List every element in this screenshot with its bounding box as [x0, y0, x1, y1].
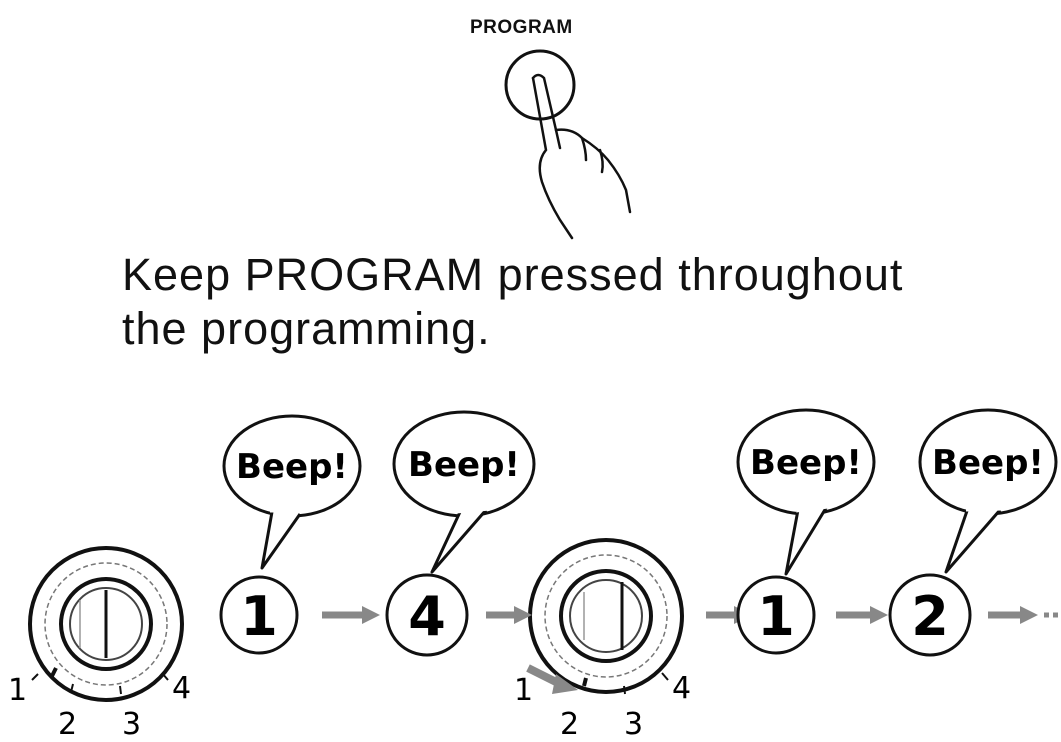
step-1-beep-label: Beep! [236, 447, 348, 487]
dial-1[interactable] [28, 546, 184, 702]
continue-arrow-icon [988, 606, 1058, 624]
dial-1-mark-4: 4 [172, 671, 191, 706]
instruction-text: Keep PROGRAM pressed throughout the prog… [122, 248, 903, 356]
step-3-speech-bubble [736, 408, 876, 576]
step-4-number-circle [888, 573, 972, 657]
dial-2-mark-1: 1 [514, 673, 533, 708]
step-3-number-circle [736, 575, 816, 655]
instruction-line-2: the programming. [122, 303, 491, 354]
step-4-digit: 2 [911, 585, 949, 648]
step-1-number-circle [219, 575, 299, 655]
instruction-line-1: Keep PROGRAM pressed throughout [122, 249, 904, 300]
dial-1-mark-3: 3 [122, 707, 141, 742]
pointing-hand-icon [531, 73, 632, 240]
arrow-icon [486, 606, 532, 624]
step-1-speech-bubble [222, 414, 362, 570]
step-4-beep-label: Beep! [932, 443, 1044, 483]
step-2-beep-label: Beep! [408, 445, 520, 485]
step-4-speech-bubble [918, 408, 1058, 574]
dial-1-mark-1: 1 [8, 673, 27, 708]
step-2-digit: 4 [408, 585, 446, 648]
step-2-speech-bubble [392, 410, 536, 574]
step-2-number-circle [385, 573, 469, 657]
dial-2[interactable] [528, 538, 684, 695]
dial-1-mark-2: 2 [58, 707, 77, 742]
dial-2-mark-2: 2 [560, 707, 579, 742]
dial-2-mark-3: 3 [624, 707, 643, 742]
program-button[interactable] [504, 49, 576, 121]
step-1-digit: 1 [240, 585, 278, 648]
dial-2-mark-4: 4 [672, 671, 691, 706]
dial-2-turn-arrow [526, 664, 578, 694]
arrow-icon [836, 606, 888, 624]
arrow-icon [322, 606, 380, 624]
program-button-label: PROGRAM [470, 17, 573, 38]
step-3-digit: 1 [757, 585, 795, 648]
step-3-beep-label: Beep! [750, 443, 862, 483]
